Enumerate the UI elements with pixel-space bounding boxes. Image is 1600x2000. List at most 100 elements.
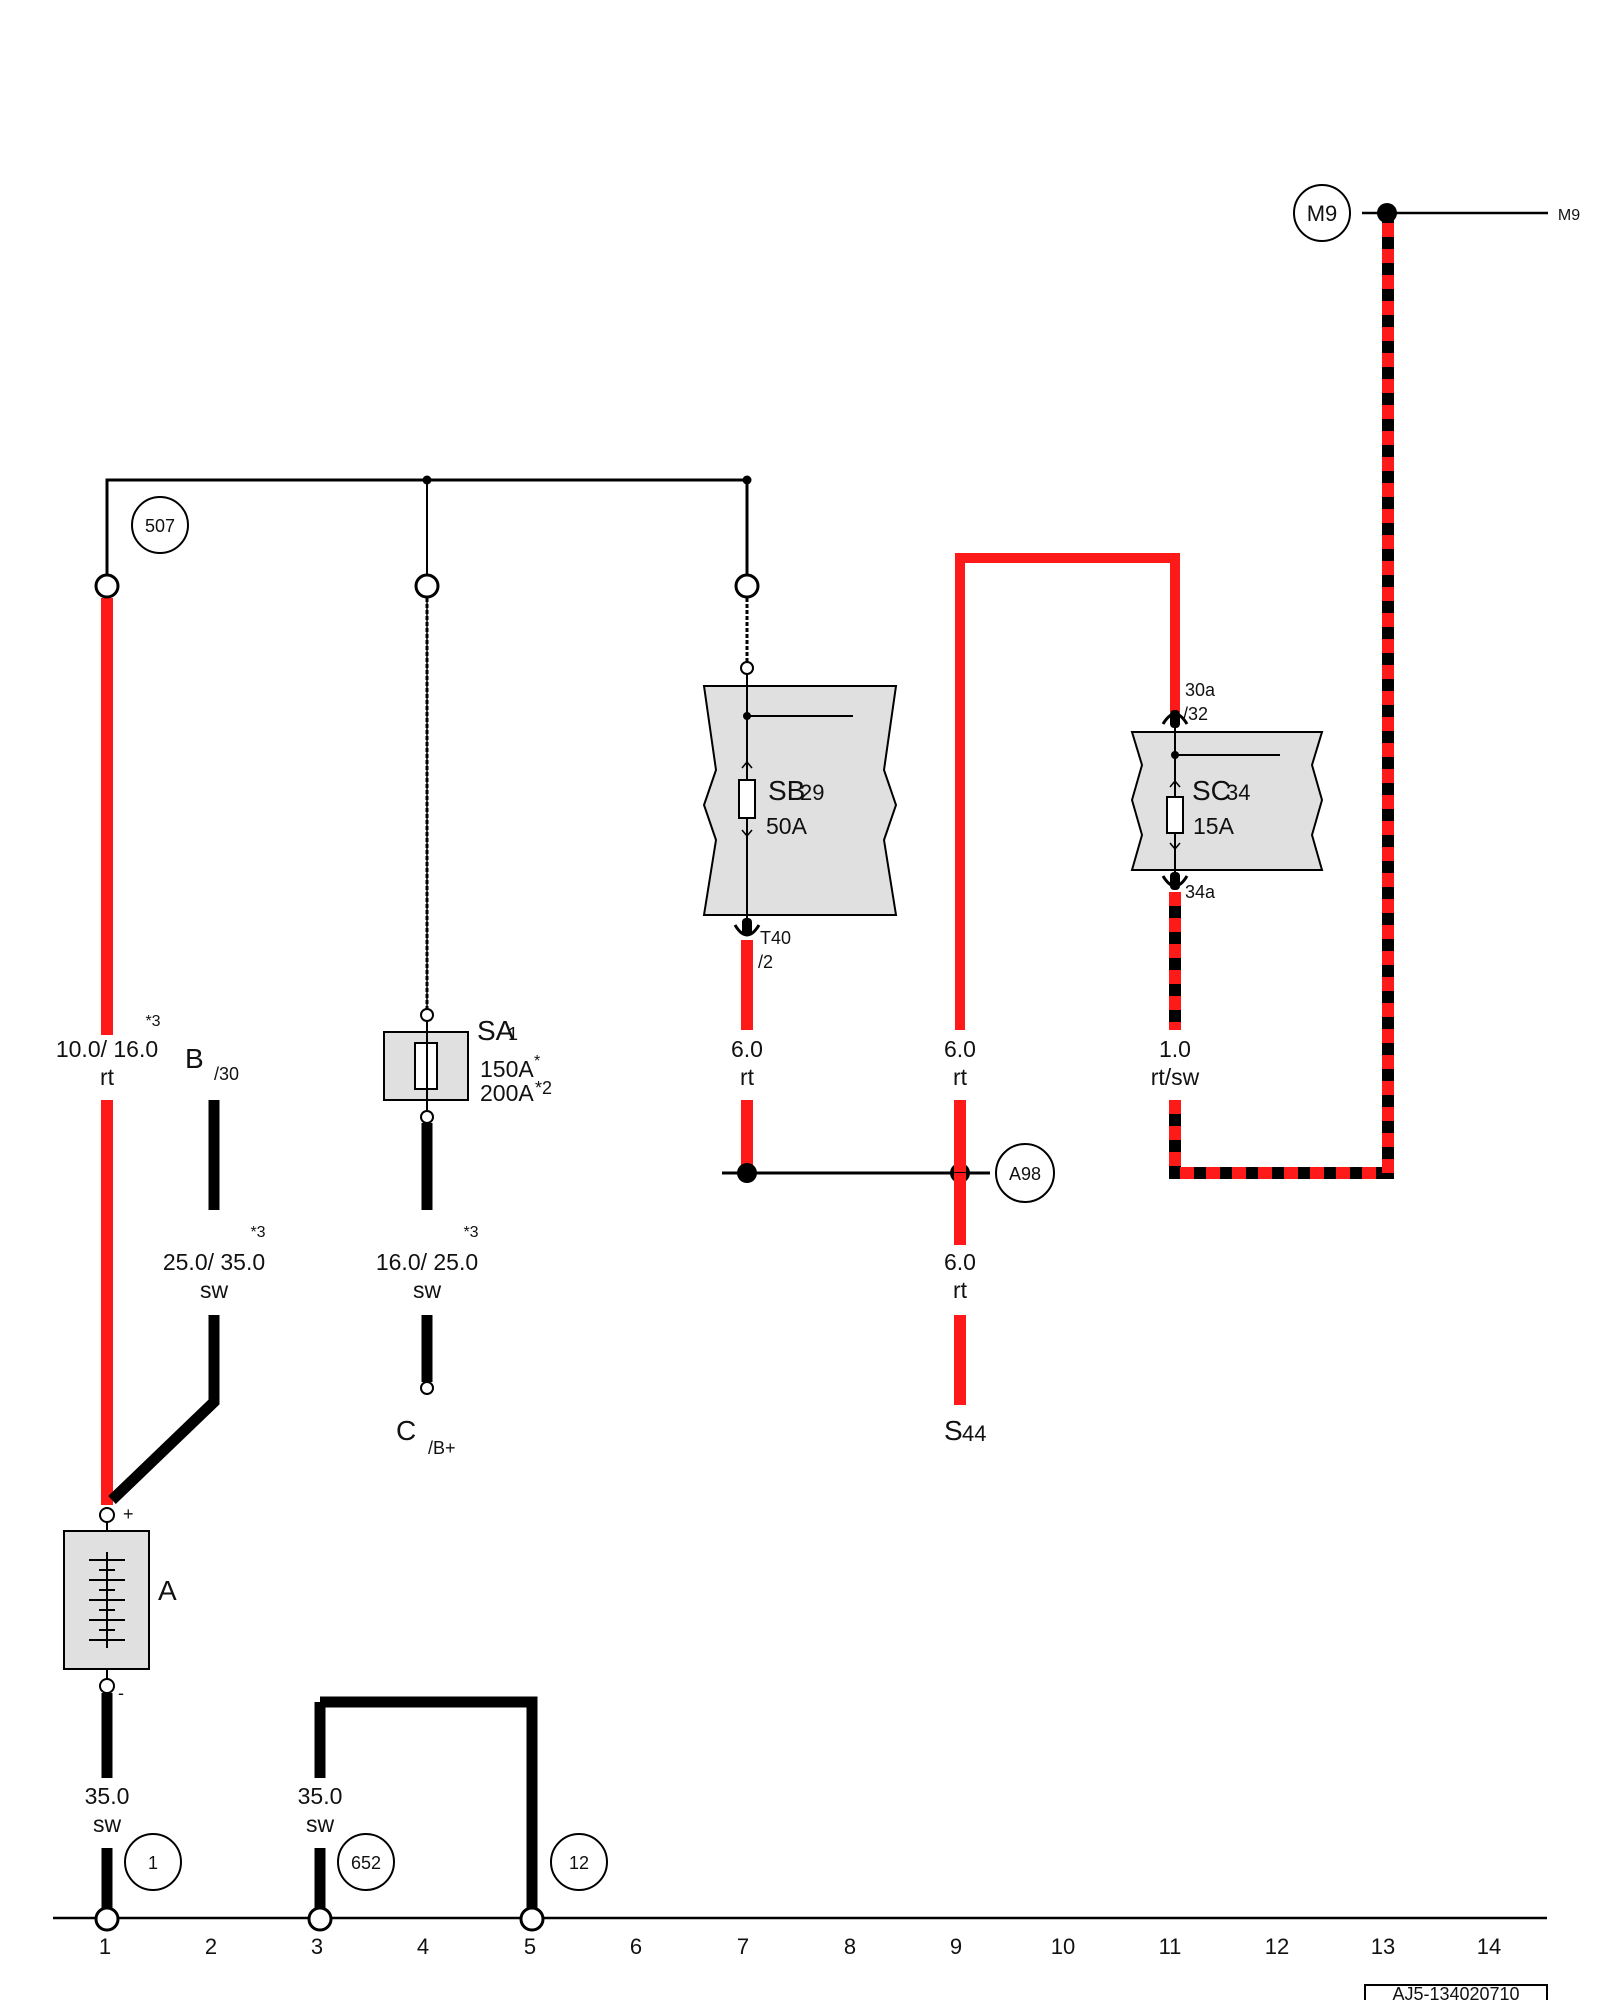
wire-w2[interactable] (108, 1100, 220, 1504)
component-c[interactable]: C /B+ (396, 1415, 456, 1458)
column-number: 7 (737, 1934, 749, 1959)
battery-a[interactable] (63, 1507, 150, 1694)
svg-text:S: S (944, 1415, 963, 1446)
svg-text:M9: M9 (1307, 201, 1338, 226)
svg-text:6.0: 6.0 (944, 1249, 976, 1275)
svg-text:30a: 30a (1185, 680, 1216, 700)
svg-text:+: + (123, 1504, 134, 1524)
column-number: 11 (1159, 1934, 1182, 1959)
battery-a-label: A + - (118, 1504, 177, 1703)
column-numbers: 1 2 3 4 5 6 7 8 9 10 11 12 13 14 (99, 1934, 1501, 1959)
svg-text:rt: rt (953, 1064, 968, 1090)
column-number: 9 (950, 1934, 962, 1959)
svg-text:16.0/ 25.0: 16.0/ 25.0 (376, 1249, 478, 1275)
wire-w2-label: 25.0/ 35.0 sw *3 (163, 1224, 266, 1303)
svg-text:34: 34 (1226, 780, 1250, 805)
svg-text:*3: *3 (250, 1224, 265, 1241)
ref-circle-12[interactable]: 12 (550, 1833, 608, 1891)
component-b[interactable]: B /30 (185, 1043, 239, 1084)
fuse-sa1-label: SA 1 150A * 200A *2 (477, 1015, 552, 1106)
svg-text:B: B (185, 1043, 204, 1074)
wire-w6[interactable] (1169, 218, 1394, 1179)
column-number: 1 (99, 1934, 111, 1959)
svg-text:*3: *3 (463, 1224, 478, 1241)
svg-text:SC: SC (1192, 775, 1231, 806)
svg-text:*2: *2 (535, 1078, 552, 1098)
wire-w1-label: 10.0/ 16.0 rt *3 (56, 1013, 161, 1090)
svg-text:35.0: 35.0 (85, 1783, 130, 1809)
svg-text:AJ5-134020710: AJ5-134020710 (1392, 1984, 1519, 2000)
column-number: 8 (844, 1934, 856, 1959)
ground-terminal-col1[interactable] (94, 1906, 120, 1932)
m9-continuation-label: M9 (1558, 207, 1580, 224)
connector-t40[interactable]: T40 /2 (733, 918, 791, 972)
svg-text:rt: rt (953, 1277, 968, 1303)
svg-text:rt: rt (100, 1064, 115, 1090)
terminal-507-col1[interactable] (94, 573, 120, 599)
wire-w5-label: 6.0 rt (944, 1036, 976, 1090)
top-bus (105, 475, 752, 586)
wire-w5[interactable] (954, 553, 1180, 1172)
wire-w6-label: 1.0 rt/sw (1151, 1036, 1200, 1090)
column-number: 2 (205, 1934, 217, 1959)
ground-terminal-col3[interactable] (307, 1906, 333, 1932)
svg-text:/2: /2 (758, 952, 773, 972)
m9-junction[interactable] (1362, 203, 1548, 223)
ref-circle-652[interactable]: 652 (337, 1833, 395, 1891)
fuse-box-sb29[interactable] (702, 661, 898, 930)
ref-circle-507[interactable]: 507 (131, 496, 189, 554)
fuse-box-sc34[interactable] (1130, 728, 1324, 880)
splice-a98[interactable] (722, 1163, 990, 1183)
wire-w3-label: 16.0/ 25.0 sw *3 (376, 1224, 479, 1303)
wire-w9-label: 35.0 sw (298, 1783, 343, 1837)
svg-text:*: * (534, 1053, 540, 1070)
component-s44[interactable]: S 44 (944, 1415, 986, 1446)
ref-circle-1[interactable]: 1 (124, 1833, 182, 1891)
column-number: 14 (1477, 1934, 1501, 1959)
wire-w8-label: 35.0 sw (85, 1783, 130, 1837)
fuse-box-sc34-label: SC 34 15A (1192, 775, 1250, 839)
svg-text:1: 1 (148, 1853, 158, 1873)
svg-text:/32: /32 (1183, 704, 1208, 724)
svg-text:T40: T40 (760, 928, 791, 948)
svg-text:A98: A98 (1009, 1164, 1041, 1184)
svg-text:35.0: 35.0 (298, 1783, 343, 1809)
wire-w7-label: 6.0 rt (944, 1249, 976, 1303)
ref-circle-a98[interactable]: A98 (995, 1143, 1055, 1203)
svg-text:507: 507 (145, 516, 175, 536)
terminal-sa1-top[interactable] (414, 573, 440, 599)
connector-30a[interactable]: 30a /32 (1161, 680, 1216, 728)
svg-text:sw: sw (306, 1811, 335, 1837)
svg-text:10.0/ 16.0: 10.0/ 16.0 (56, 1036, 158, 1062)
svg-text:50A: 50A (766, 813, 808, 839)
svg-text:C: C (396, 1415, 416, 1446)
svg-text:rt/sw: rt/sw (1151, 1064, 1200, 1090)
ground-terminal-col5[interactable] (519, 1906, 545, 1932)
connector-34a[interactable]: 34a (1161, 872, 1216, 902)
svg-text:sw: sw (93, 1811, 122, 1837)
fuse-sa1[interactable] (383, 1008, 469, 1124)
svg-text:15A: 15A (1193, 813, 1235, 839)
svg-text:-: - (118, 1683, 124, 1703)
column-number: 6 (630, 1934, 642, 1959)
svg-text:29: 29 (800, 780, 824, 805)
svg-text:*3: *3 (145, 1013, 160, 1030)
svg-text:652: 652 (351, 1853, 381, 1873)
column-number: 13 (1371, 1934, 1395, 1959)
svg-text:12: 12 (569, 1853, 589, 1873)
svg-text:6.0: 6.0 (944, 1036, 976, 1062)
column-number: 12 (1265, 1934, 1289, 1959)
terminal-c[interactable] (420, 1381, 434, 1395)
wire-w4-label: 6.0 rt (731, 1036, 763, 1090)
svg-text:44: 44 (962, 1421, 986, 1446)
svg-text:1.0: 1.0 (1159, 1036, 1191, 1062)
wire-w9[interactable] (314, 1696, 538, 1908)
doc-code-box: AJ5-134020710 (1364, 1984, 1548, 2000)
column-number: 3 (311, 1934, 323, 1959)
svg-text:25.0/ 35.0: 25.0/ 35.0 (163, 1249, 265, 1275)
svg-text:6.0: 6.0 (731, 1036, 763, 1062)
terminal-sb29-top[interactable] (734, 573, 760, 599)
ref-circle-m9[interactable]: M9 (1293, 184, 1351, 242)
svg-text:1: 1 (508, 1024, 518, 1044)
